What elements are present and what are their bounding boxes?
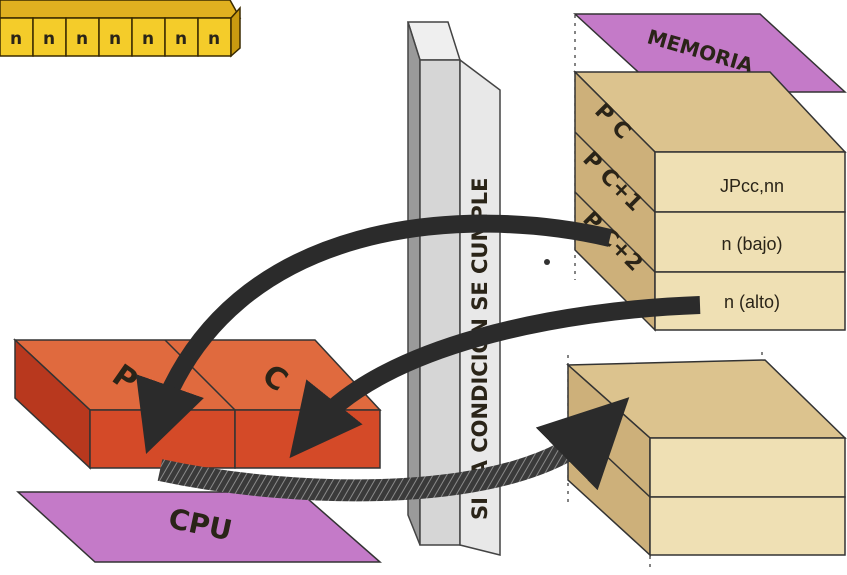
memory-block: MEMORIA P C P C+1 P C+2 JPcc,nn n (bajo)… <box>575 14 845 330</box>
lower-memory-block <box>568 352 845 572</box>
top-register-cell-3: n <box>109 29 121 49</box>
top-register-cell-4: n <box>142 29 154 49</box>
cpu-label-plate: CPU <box>18 492 380 562</box>
top-register-cell-5: n <box>175 29 187 49</box>
memory-cell-1-text: n (bajo) <box>721 234 782 254</box>
top-register-cell-0: n <box>10 29 22 49</box>
memory-cell-0-text: JPcc,nn <box>720 176 784 196</box>
top-register: n n n n n n n <box>0 0 240 56</box>
top-register-cell-2: n <box>76 29 88 49</box>
memory-cell-2-text: n (alto) <box>724 292 780 312</box>
top-register-cell-1: n <box>43 29 55 49</box>
top-register-cell-6: n <box>208 29 220 49</box>
